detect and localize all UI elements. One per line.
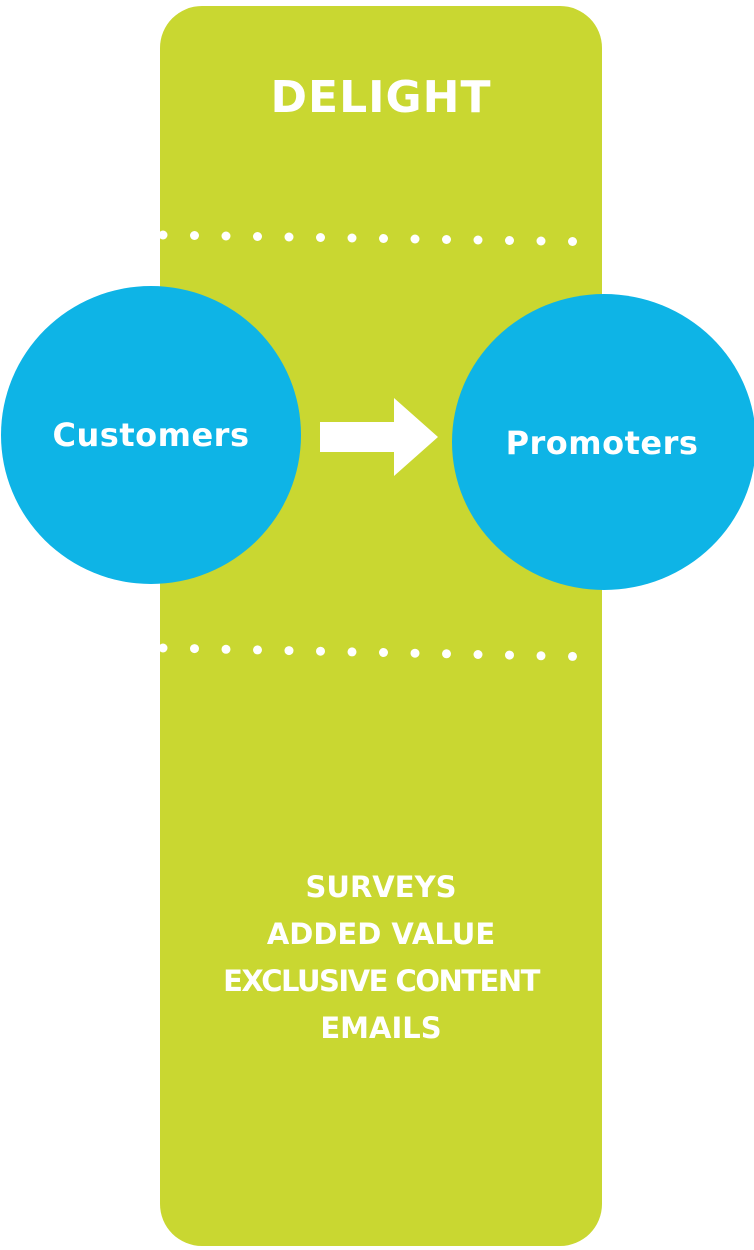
tactic-item: EXCLUSIVE CONTENT — [223, 964, 540, 998]
divider-dot — [190, 644, 199, 654]
divider-dot — [253, 232, 262, 241]
divider-dot — [379, 234, 388, 243]
divider-dot — [536, 236, 546, 246]
divider-dot — [316, 646, 325, 656]
divider-dot — [190, 231, 199, 240]
promoters-circle — [452, 294, 754, 590]
tactic-item: EMAILS — [320, 1011, 442, 1045]
divider-dot — [473, 650, 483, 659]
divider-dot — [347, 233, 357, 243]
arrow-right-icon — [320, 398, 438, 476]
tactic-item: ADDED VALUE — [266, 917, 496, 951]
divider-dot — [568, 237, 577, 246]
divider-dot — [410, 648, 420, 658]
divider-dot — [316, 233, 325, 242]
delight-tactics-list: SURVEYS ADDED VALUE EXCLUSIVE CONTENT EM… — [160, 864, 602, 1052]
divider-dot — [158, 230, 168, 240]
divider-dot — [410, 234, 420, 244]
customers-circle — [1, 286, 301, 584]
divider-dot — [221, 644, 231, 654]
divider-dot — [284, 232, 294, 242]
divider-dot — [379, 648, 388, 657]
divider-dot — [505, 650, 514, 660]
divider-dot — [536, 651, 546, 661]
divider-dot — [284, 646, 294, 656]
divider-dot — [347, 647, 357, 657]
divider-dot — [158, 643, 168, 653]
divider-dot — [568, 651, 577, 661]
delight-stage-panel — [160, 6, 602, 1246]
tactic-item: SURVEYS — [305, 870, 457, 904]
divider-dot — [253, 645, 262, 655]
stage-title: DELIGHT — [270, 72, 492, 123]
promoters-label: Promoters — [505, 424, 699, 462]
customers-label: Customers — [52, 416, 250, 454]
divider-dot — [473, 235, 483, 245]
divider-dot — [505, 236, 514, 245]
divider-dot — [442, 649, 451, 659]
divider-dot — [221, 231, 231, 241]
divider-dot — [442, 235, 451, 244]
